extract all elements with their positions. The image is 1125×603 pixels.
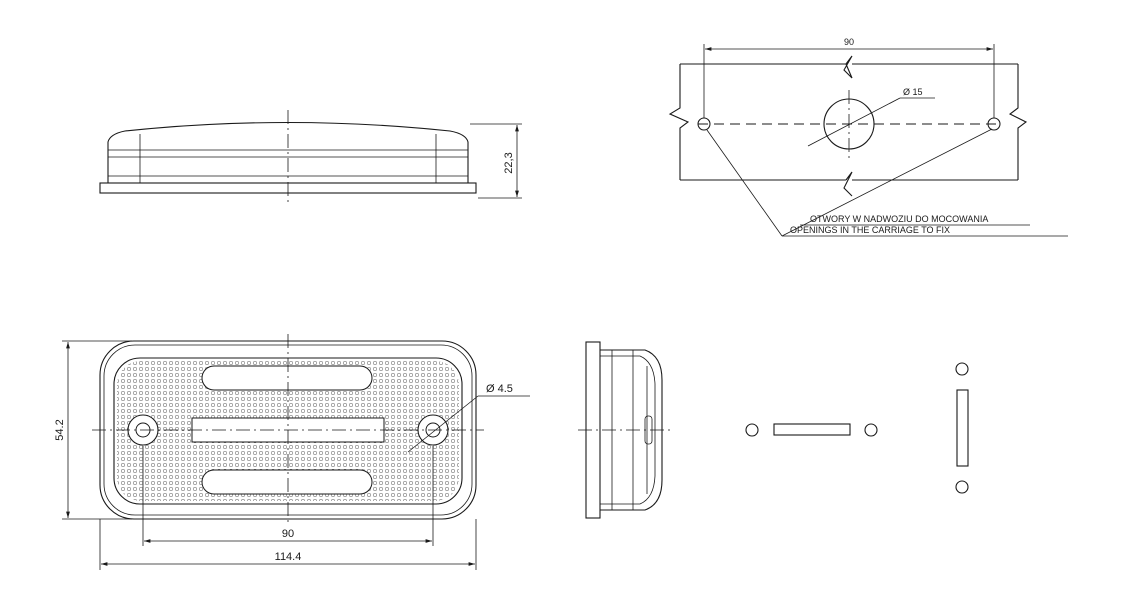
dimension-hole-spacing-front: 90 (282, 528, 294, 540)
front-view: Ø 4.5 54.2 90 114.4 (54, 334, 530, 570)
dimension-height-side: 22,3 (503, 152, 515, 173)
mounting-holes-view: 90 Ø 15 OTWORY W NADWOZIU DO MOCOWANIA O… (668, 37, 1068, 237)
note-english: OPENINGS IN THE CARRIAGE TO FIX (790, 225, 950, 235)
dimension-hole-spacing-top: 90 (844, 37, 854, 47)
dimension-overall-height: 54.2 (54, 419, 66, 440)
dimension-overall-width: 114.4 (275, 551, 302, 563)
dimension-mount-hole-diameter: Ø 4.5 (486, 383, 513, 395)
note-polish: OTWORY W NADWOZIU DO MOCOWANIA (810, 214, 988, 224)
drill-template-horizontal (745, 423, 878, 437)
drill-template-vertical (955, 362, 969, 494)
profile-view (578, 341, 672, 519)
side-view: 22,3 (99, 110, 522, 202)
dimension-center-hole-diameter: Ø 15 (903, 87, 923, 97)
